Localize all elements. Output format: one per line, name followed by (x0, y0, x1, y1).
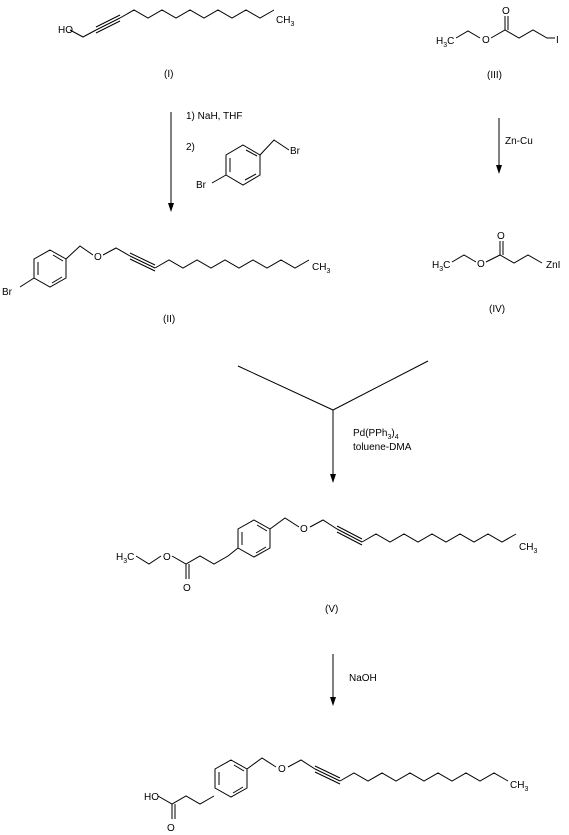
acid-carbonyl-oxygen-label: O (167, 823, 175, 834)
step3-catalyst: Pd(PPh3)4 (353, 428, 399, 441)
bromobenzyl-bromide: Br Br (196, 139, 301, 191)
acid-hydroxyl-label: HO (144, 792, 159, 803)
ethyl-h3c-label: H3C (436, 36, 454, 49)
compound-II-label: (II) (163, 314, 175, 325)
methyl-label: CH3 (519, 542, 537, 555)
step2-reagent: Zn-Cu (505, 136, 533, 147)
ethyl-h3c-label: H3C (116, 552, 134, 565)
ether-oxygen-label: O (94, 252, 102, 263)
arrow-step-4 (330, 654, 336, 706)
ester-oxygen-label: O (477, 259, 485, 270)
compound-V-label: (V) (325, 604, 338, 615)
ester-oxygen-label: O (163, 552, 171, 563)
ether-oxygen-label: O (300, 524, 308, 535)
carbonyl-oxygen-label: O (497, 231, 505, 242)
compound-III-label: (III) (487, 70, 502, 81)
final-acid: HO O O CH3 (144, 757, 528, 834)
carbonyl-oxygen-label: O (183, 583, 191, 594)
compound-IV: H3C O O ZnI (IV) (432, 231, 560, 315)
step1-reagent-line1: 1) NaH, THF (186, 111, 243, 122)
compound-III: H3C O O I (III) (436, 6, 559, 81)
arrow-step-2 (496, 118, 502, 174)
iodo-label: I (556, 35, 559, 46)
compound-IV-label: (IV) (489, 304, 505, 315)
compound-I: HO CH3 (I) (58, 9, 294, 80)
step1-reagent-line2: 2) (186, 142, 195, 153)
aryl-br-label: Br (2, 287, 13, 298)
zinc-iodide-label: ZnI (546, 260, 560, 271)
methyl-label: CH3 (276, 15, 294, 28)
ester-oxygen-label: O (482, 35, 490, 46)
step4-reagent: NaOH (349, 673, 377, 684)
coupling-arrow (237, 360, 429, 483)
compound-V: H3C O O O CH3 (V) (116, 517, 537, 615)
carbonyl-oxygen-label: O (502, 6, 510, 17)
benzyl-br-label: Br (290, 146, 301, 157)
hydroxyl-label: HO (58, 25, 73, 36)
compound-II: Br O CH3 (II) (2, 245, 330, 325)
ethyl-h3c-label: H3C (432, 260, 450, 273)
compound-I-label: (I) (164, 69, 173, 80)
ether-oxygen-label: O (278, 764, 286, 775)
arrow-step-1 (168, 112, 174, 212)
step3-solvent: toluene-DMA (353, 442, 412, 453)
methyl-label: CH3 (312, 262, 330, 275)
methyl-label: CH3 (510, 780, 528, 793)
aryl-br-label: Br (196, 180, 207, 191)
